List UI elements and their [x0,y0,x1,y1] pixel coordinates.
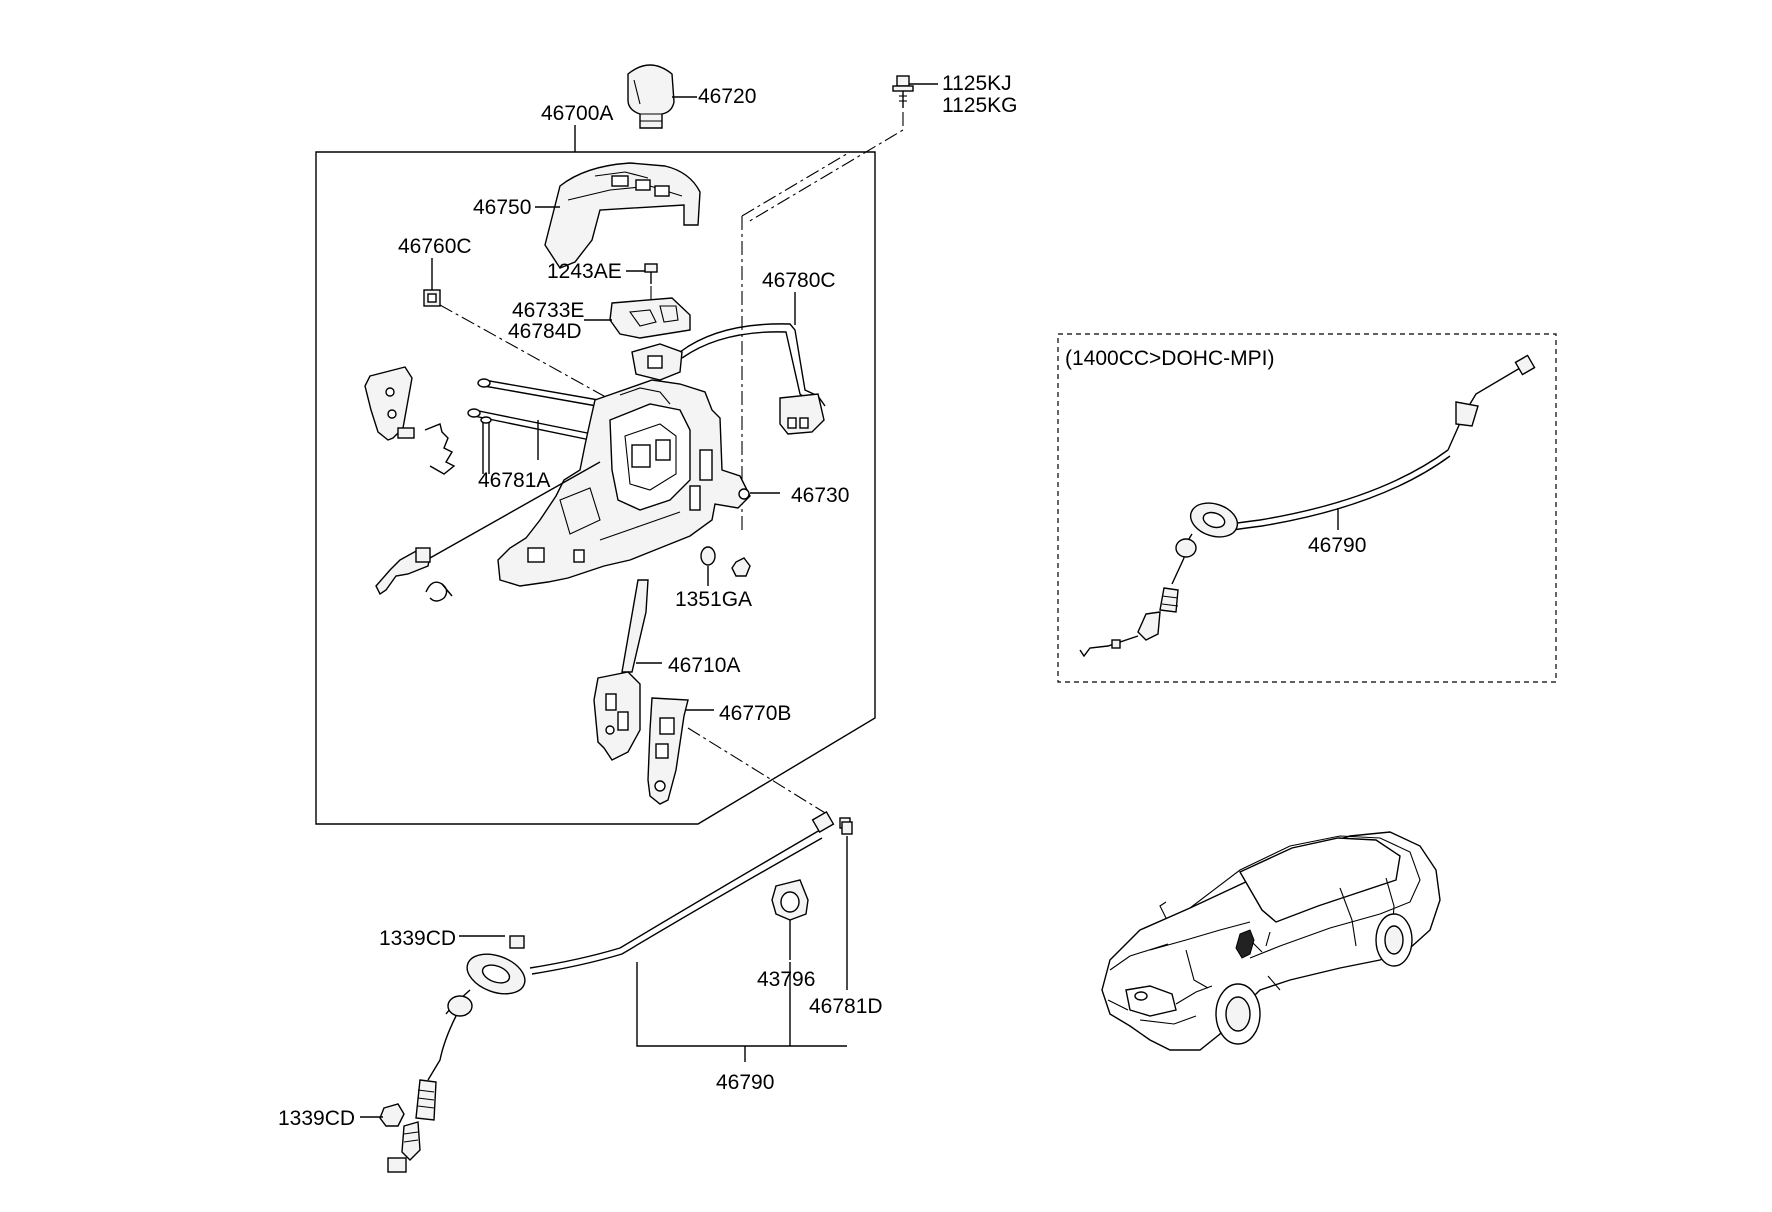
callout-1339CD-top: 1339CD [379,927,457,950]
callout-46780C: 46780C [762,269,836,292]
callout-46760C: 46760C [398,235,472,258]
callout-46733E: 46733E [512,299,585,322]
callout-46781D: 46781D [809,995,883,1018]
callout-43796: 43796 [757,968,816,991]
clip-46781D [841,821,853,835]
shift-cable-46790 [387,810,851,1173]
callout-1351GA: 1351GA [675,588,753,611]
detent-lever [375,461,601,596]
bracket-46790 [636,962,847,1062]
car-illustration [1101,831,1441,1051]
callout-46790-main: 46790 [716,1071,775,1094]
callout-46770B: 46770B [719,702,792,725]
shift-knob-46720 [627,64,675,129]
indicator-46733E [609,297,691,339]
grommet-43796 [771,879,809,921]
inset-box [1057,333,1557,683]
callout-46784D: 46784D [508,320,582,343]
detent-bracket [364,366,415,441]
guide-bolt [747,112,904,223]
inset-title: (1400CC>DOHC-MPI) [1065,347,1275,370]
callout-1243AE: 1243AE [547,260,622,283]
callout-46790-inset: 46790 [1308,534,1367,557]
shifter-body-46730 [497,379,751,587]
callout-46781A: 46781A [478,469,551,492]
assembly-box-46700A [315,151,876,825]
callout-1125KJ: 1125KJ [942,72,1012,95]
callout-46750: 46750 [473,196,532,219]
callout-46700A: 46700A [541,102,614,125]
callout-1339CD-bottom: 1339CD [278,1107,356,1130]
bracket-46770B [647,697,689,805]
clip-46760C [423,289,441,307]
clip-1339CD-bottom [379,1103,405,1127]
spring-left [424,423,456,475]
shift-lever-46710A [593,579,649,761]
harness-46780C [631,323,826,435]
callout-46720: 46720 [698,85,757,108]
callout-46710A: 46710A [668,654,741,677]
console-cover-46750 [544,162,701,269]
spring-bottom [425,581,448,602]
screw-1243AE [644,263,658,284]
bolt-1125KJ [892,75,914,108]
callout-46730: 46730 [791,484,850,507]
inset-cable-46790 [1079,354,1536,658]
bushing-1351GA [700,546,751,577]
callout-1125KG: 1125KG [942,94,1018,117]
